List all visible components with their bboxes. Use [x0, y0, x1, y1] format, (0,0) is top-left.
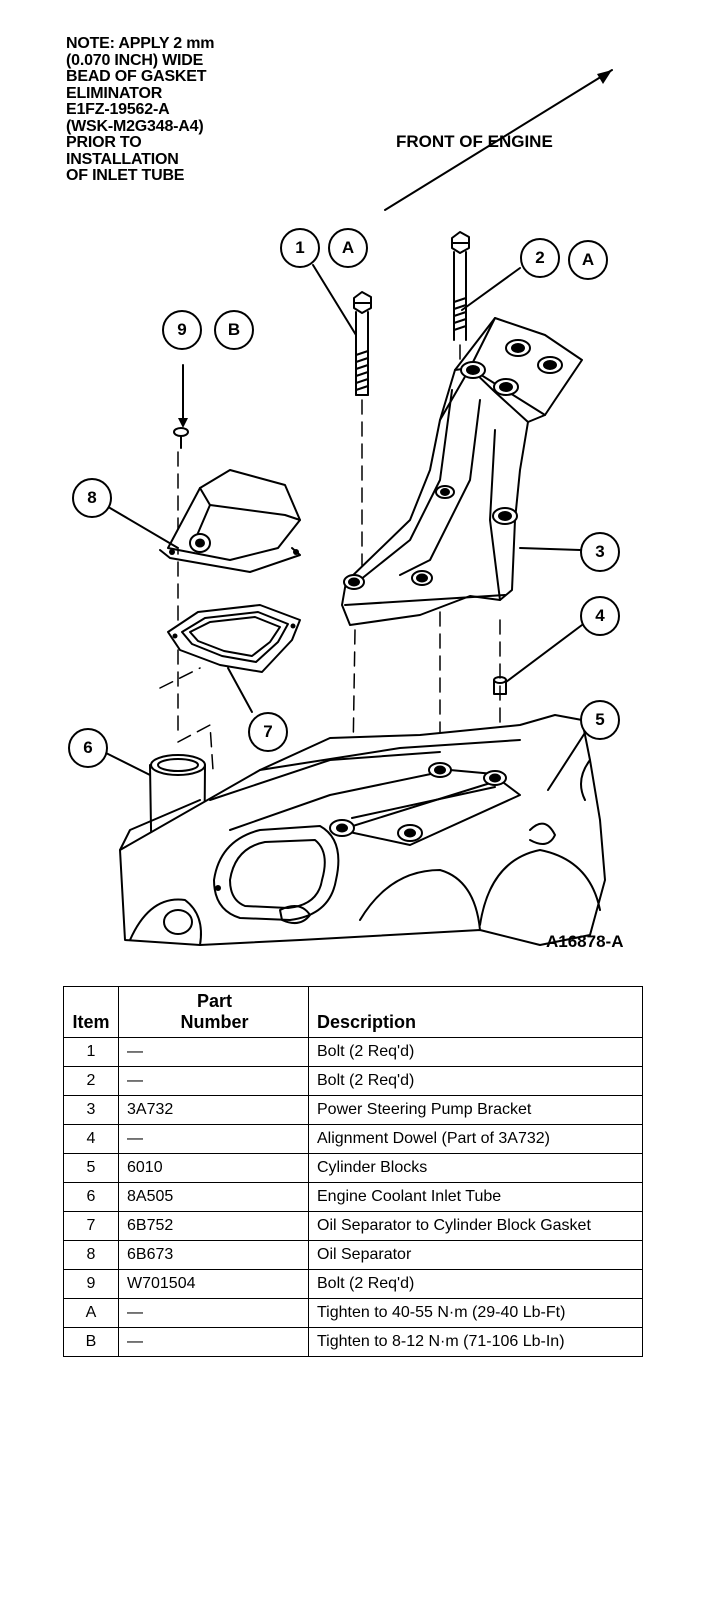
description-cell: Oil Separator [308, 1240, 643, 1270]
table-row: A — Tighten to 40-55 N·m (29-40 Lb-Ft) [63, 1298, 643, 1328]
oil-separator-gasket [167, 604, 301, 673]
cylinder-block [119, 714, 606, 946]
callout-a-bolt-2: A [568, 240, 608, 280]
part-number-cell: — [118, 1037, 309, 1067]
table-row: 3 3A732 Power Steering Pump Bracket [63, 1095, 643, 1125]
part-number-cell: — [118, 1124, 309, 1154]
callout-3: 3 [580, 532, 620, 572]
callout-a-bolt-1: A [328, 228, 368, 268]
header-item: Item [63, 986, 119, 1038]
item-cell: B [63, 1327, 119, 1357]
note-line: OF INLET TUBE [66, 167, 185, 184]
table-row: 6 8A505 Engine Coolant Inlet Tube [63, 1182, 643, 1212]
part-number-cell: — [118, 1327, 309, 1357]
header-part-number-line1: Part [196, 991, 232, 1011]
item-cell: 9 [63, 1269, 119, 1299]
front-of-engine-arrow [384, 69, 613, 211]
leader-lines [103, 264, 591, 791]
table-row: 9 W701504 Bolt (2 Req'd) [63, 1269, 643, 1299]
callout-4: 4 [580, 596, 620, 636]
gasket-eliminator-note: NOTE: APPLY 2 mm (0.070 INCH) WIDE BEAD … [66, 35, 296, 185]
table-row: 2 — Bolt (2 Req'd) [63, 1066, 643, 1096]
note-line: PRIOR TO [66, 134, 142, 151]
description-cell: Tighten to 8-12 N·m (71-106 Lb-In) [308, 1327, 643, 1357]
description-cell: Oil Separator to Cylinder Block Gasket [308, 1211, 643, 1241]
description-cell: Engine Coolant Inlet Tube [308, 1182, 643, 1212]
note-line: ELIMINATOR [66, 84, 163, 102]
item-cell: 6 [63, 1182, 119, 1212]
note-line: (0.070 INCH) WIDE [66, 51, 204, 69]
callout-b: B [214, 310, 254, 350]
callout-8: 8 [72, 478, 112, 518]
note-line: INSTALLATION [66, 150, 179, 168]
header-description: Description [308, 986, 643, 1038]
parts-table: Item Part Number Description 1 — Bolt (2… [63, 986, 643, 1357]
bolt-9 [173, 364, 189, 449]
part-number-cell: 6010 [118, 1153, 309, 1183]
callout-7: 7 [248, 712, 288, 752]
item-cell: 7 [63, 1211, 119, 1241]
item-cell: A [63, 1298, 119, 1328]
callout-9: 9 [162, 310, 202, 350]
item-cell: 2 [63, 1066, 119, 1096]
pump-bracket [341, 317, 583, 626]
description-cell: Cylinder Blocks [308, 1153, 643, 1183]
table-row: 7 6B752 Oil Separator to Cylinder Block … [63, 1211, 643, 1241]
callout-1: 1 [280, 228, 320, 268]
header-part-number: Part Number [118, 986, 309, 1038]
table-row: 1 — Bolt (2 Req'd) [63, 1037, 643, 1067]
description-cell: Power Steering Pump Bracket [308, 1095, 643, 1125]
note-line: E1FZ-19562-A [66, 101, 170, 118]
part-number-cell: — [118, 1066, 309, 1096]
part-number-cell: 3A732 [118, 1095, 309, 1125]
part-number-cell: 6B673 [118, 1240, 309, 1270]
bolt-1 [353, 291, 372, 396]
oil-separator [159, 469, 301, 573]
part-number-cell: 8A505 [118, 1182, 309, 1212]
description-cell: Bolt (2 Req'd) [308, 1066, 643, 1096]
note-line: NOTE: APPLY 2 mm [66, 35, 215, 52]
header-part-number-line2: Number [180, 1012, 249, 1032]
description-cell: Tighten to 40-55 N·m (29-40 Lb-Ft) [308, 1298, 643, 1328]
callout-2: 2 [520, 238, 560, 278]
bolt-2 [451, 231, 470, 341]
item-cell: 5 [63, 1153, 119, 1183]
part-number-cell: W701504 [118, 1269, 309, 1299]
engine-diagram-drawing [103, 69, 613, 946]
table-row: 8 6B673 Oil Separator [63, 1240, 643, 1270]
description-cell: Bolt (2 Req'd) [308, 1037, 643, 1067]
note-line: BEAD OF GASKET [66, 68, 207, 85]
callout-6: 6 [68, 728, 108, 768]
item-cell: 8 [63, 1240, 119, 1270]
gasket-guide-lines [159, 667, 214, 771]
part-number-cell: 6B752 [118, 1211, 309, 1241]
front-of-engine-label: FRONT OF ENGINE [396, 132, 553, 151]
table-row: 5 6010 Cylinder Blocks [63, 1153, 643, 1183]
description-cell: Alignment Dowel (Part of 3A732) [308, 1124, 643, 1154]
table-row: 4 — Alignment Dowel (Part of 3A732) [63, 1124, 643, 1154]
item-cell: 4 [63, 1124, 119, 1154]
item-cell: 1 [63, 1037, 119, 1067]
part-number-cell: — [118, 1298, 309, 1328]
table-row: B — Tighten to 8-12 N·m (71-106 Lb-In) [63, 1327, 643, 1357]
description-cell: Bolt (2 Req'd) [308, 1269, 643, 1299]
table-header-row: Item Part Number Description [63, 986, 643, 1038]
figure-id: A16878-A [546, 932, 624, 951]
callout-5: 5 [580, 700, 620, 740]
item-cell: 3 [63, 1095, 119, 1125]
note-line: (WSK-M2G348-A4) [66, 117, 204, 135]
